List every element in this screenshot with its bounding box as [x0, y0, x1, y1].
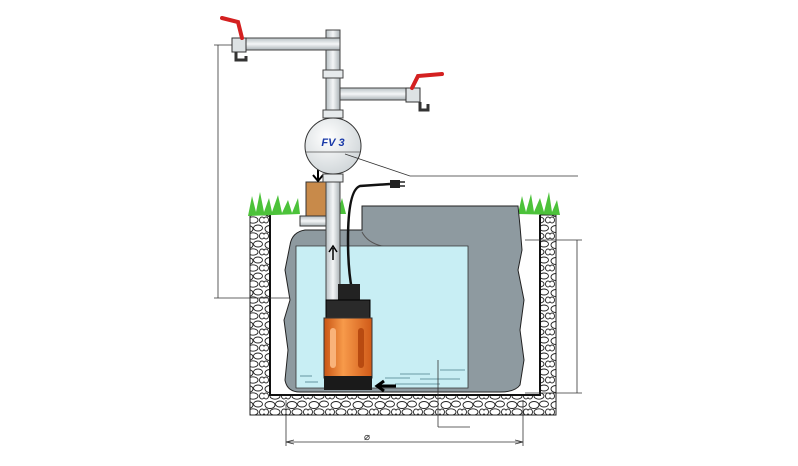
- tap-lower: [405, 72, 444, 112]
- water: [295, 245, 469, 389]
- tap-upper: [220, 16, 248, 62]
- tap-handle-icon: [220, 16, 244, 40]
- plug-icon: [390, 180, 400, 188]
- diameter-label: ⌀: [364, 432, 370, 443]
- tap-handle-icon: [410, 72, 444, 90]
- pressure-tank-fv3: FV 3: [304, 117, 362, 175]
- upflow-arrow-icon: [328, 244, 338, 260]
- submersible-pump: [323, 284, 396, 393]
- suction-arrow-icon: [374, 379, 396, 393]
- tank-label: FV 3: [321, 137, 344, 149]
- gravel-pit: [249, 214, 557, 416]
- power-cable: [346, 180, 405, 291]
- dimension-lines: [214, 44, 582, 446]
